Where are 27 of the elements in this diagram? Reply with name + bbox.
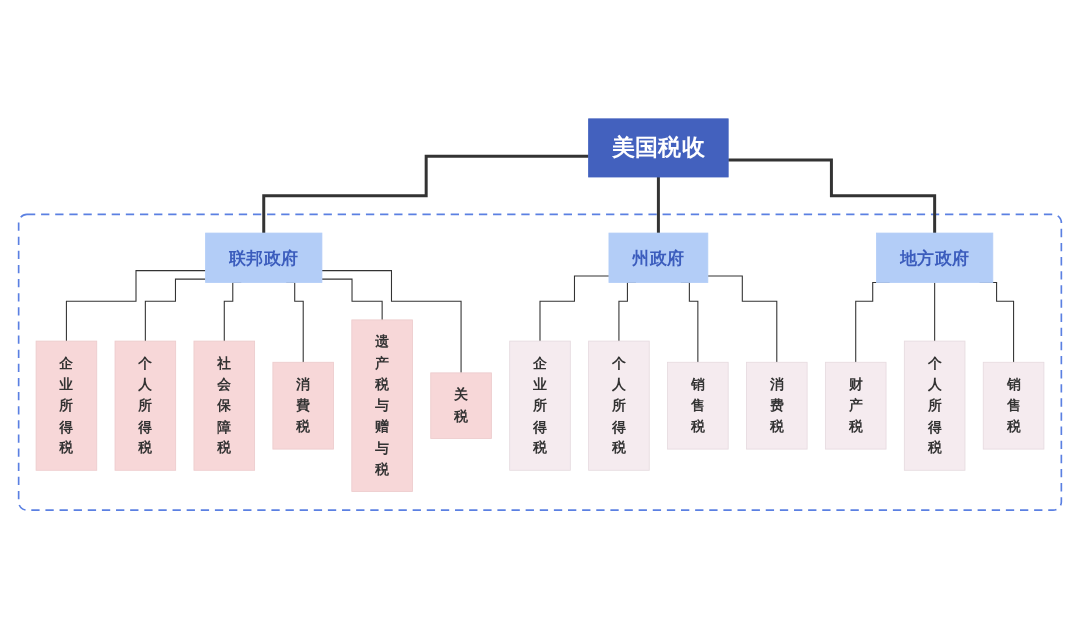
node-box: 联邦政府: [205, 232, 323, 283]
node-box: 遗产税与赠与税: [351, 319, 413, 492]
connector: [321, 278, 383, 321]
node-box: 社会保障税: [193, 340, 256, 471]
node-box: 个人所得税: [114, 340, 177, 471]
connector: [321, 270, 462, 374]
node-box: 财产税: [824, 361, 887, 450]
node-box: 地方政府: [876, 232, 994, 283]
node-box: 销售税: [667, 361, 729, 450]
connector: [65, 270, 207, 342]
cluster: [17, 213, 1063, 511]
connector: [262, 154, 589, 235]
node-box: 美国税收: [588, 118, 729, 178]
connector: [144, 278, 207, 342]
node-box: 销售税: [982, 361, 1045, 450]
node-box: 州政府: [608, 232, 709, 283]
node-box: 企业所得税: [35, 340, 98, 471]
connector: [934, 281, 936, 342]
node-box: 个人所得税: [588, 340, 650, 471]
connector: [728, 158, 937, 235]
node-box: 企业所得税: [509, 340, 571, 471]
node-box: 关税: [430, 372, 492, 439]
node-box: 消費税: [272, 361, 334, 450]
connector: [539, 275, 610, 342]
node-box: 个人所得税: [903, 340, 966, 471]
node-box: 消费税: [746, 361, 808, 450]
connector: [707, 275, 778, 363]
